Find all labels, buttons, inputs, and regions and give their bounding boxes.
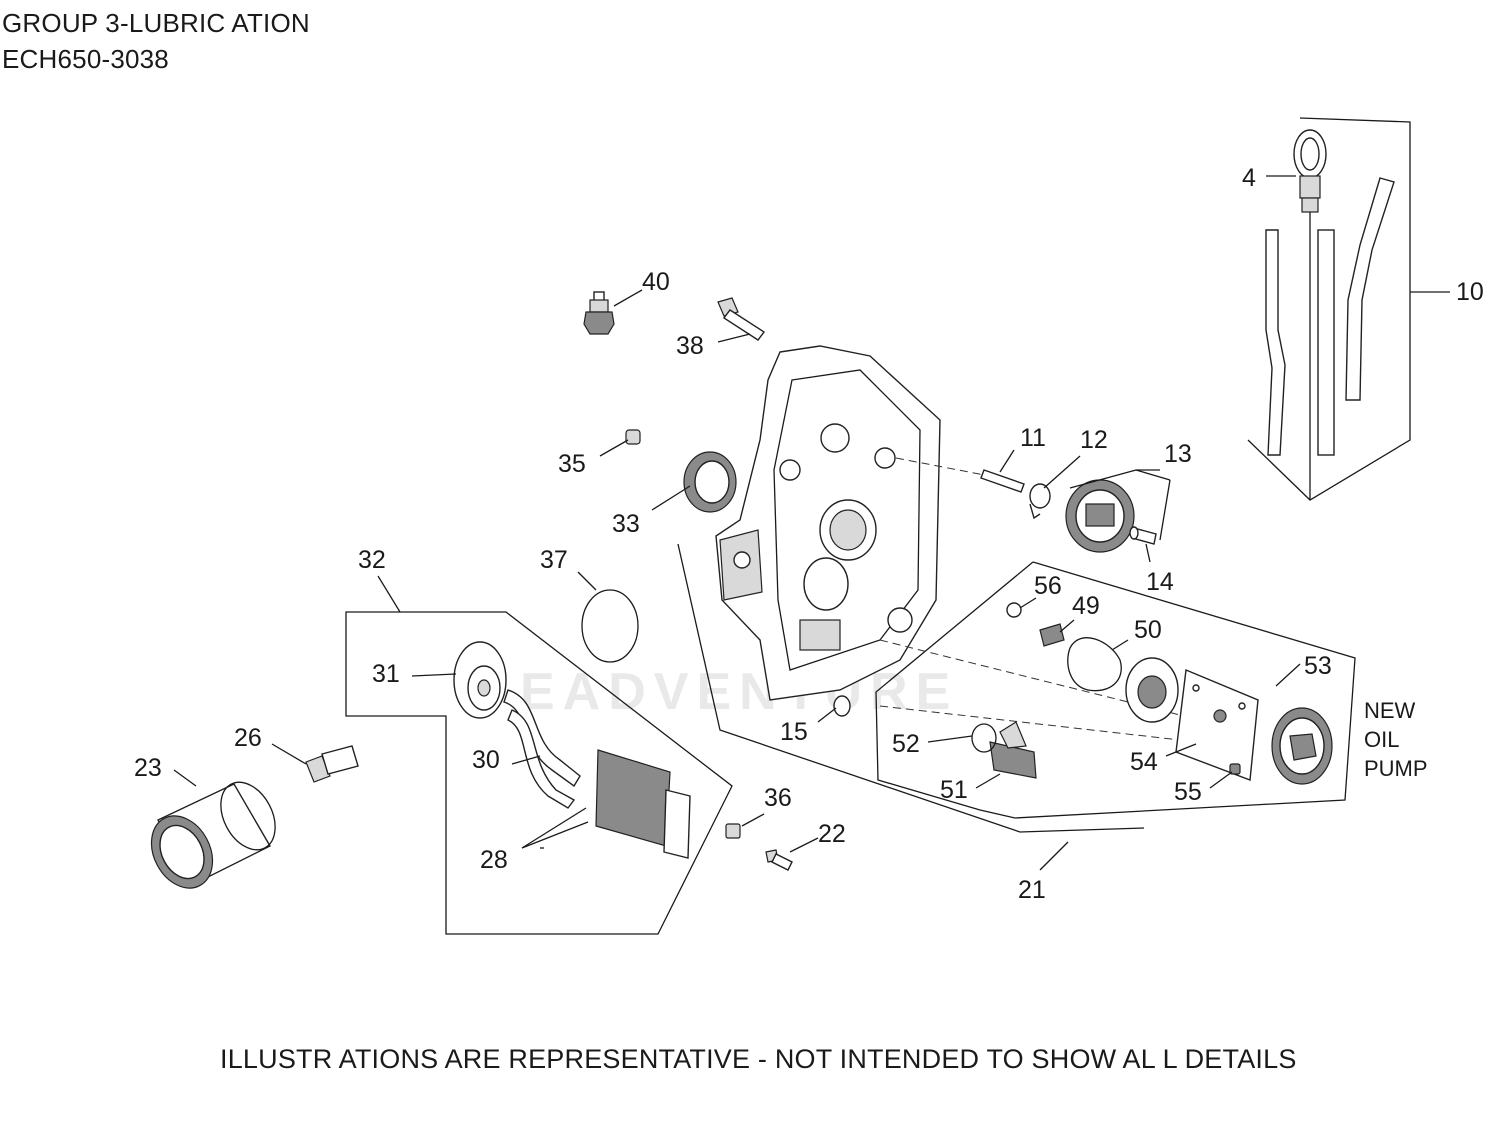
oil-seal-33	[683, 451, 737, 513]
model-number: ECH650-3038	[2, 44, 169, 74]
group-outline-oil-cooler	[345, 611, 733, 935]
callout-33: 33	[612, 510, 640, 538]
group-outline-oil-pump	[677, 543, 1145, 833]
fitting-26	[305, 745, 359, 783]
note-line-1: NEW	[1364, 698, 1416, 723]
pin-14	[1129, 526, 1157, 545]
group-outline-dipstick	[1247, 117, 1411, 501]
o-ring-15	[833, 695, 851, 717]
nut-36	[725, 823, 741, 839]
cooler-adapter-31	[453, 641, 507, 719]
callout-31: 31	[372, 660, 400, 688]
strainer-51	[989, 721, 1037, 779]
callout-26: 26	[234, 724, 262, 752]
callout-10: 10	[1456, 278, 1484, 306]
callout-37: 37	[540, 546, 568, 574]
new-oil-pump-note: NEW OIL PUMP	[1364, 696, 1428, 783]
callout-50: 50	[1134, 616, 1162, 644]
callout-54: 54	[1130, 748, 1158, 776]
dipstick-part	[1293, 129, 1327, 500]
bolt-38	[717, 297, 766, 341]
o-ring-37	[581, 589, 639, 663]
oil-hose-30	[503, 689, 581, 809]
oil-cooler-radiator-28	[595, 749, 691, 859]
callout-11: 11	[1020, 424, 1046, 452]
rotor-54a	[1125, 657, 1179, 723]
callout-38: 38	[676, 332, 704, 360]
shaft-11	[980, 469, 1025, 493]
callout-labels: 4 10 40 38 11 12 13 35 33 32 37 14 56 49…	[134, 164, 1484, 904]
callout-55: 55	[1174, 778, 1202, 806]
callout-22: 22	[818, 820, 846, 848]
callout-36: 36	[764, 784, 792, 812]
callout-12: 12	[1080, 426, 1108, 454]
washer-12	[1029, 483, 1051, 520]
callout-14: 14	[1146, 568, 1174, 596]
callout-40: 40	[642, 268, 670, 296]
crankcase-cover	[715, 345, 941, 701]
callout-52: 52	[892, 730, 920, 758]
bolt-22	[765, 849, 793, 871]
callout-35: 35	[558, 450, 586, 478]
callout-13: 13	[1164, 440, 1192, 468]
callout-28: 28	[480, 846, 508, 874]
oil-filter-23	[150, 781, 276, 889]
callout-53: 53	[1304, 652, 1332, 680]
gear-13	[1065, 479, 1135, 553]
spring-49	[1039, 623, 1065, 647]
watermark: EADVENTURE	[520, 663, 959, 721]
callout-15: 15	[780, 718, 808, 746]
pump-cover-54	[1175, 668, 1259, 781]
pin-35	[625, 429, 641, 445]
gasket-50	[1067, 637, 1122, 692]
ball-56	[1006, 602, 1022, 618]
group-title: GROUP 3-LUBRIC ATION	[2, 8, 310, 38]
callout-21: 21	[1018, 876, 1046, 904]
screw-55	[1229, 763, 1241, 775]
pump-gear-53	[1271, 707, 1333, 785]
note-line-3: PUMP	[1364, 756, 1428, 781]
footer-disclaimer: ILLUSTR ATIONS ARE REPRESENTATIVE - NOT …	[220, 1044, 1297, 1074]
callout-56: 56	[1034, 572, 1062, 600]
callout-30: 30	[472, 746, 500, 774]
callout-51: 51	[940, 776, 968, 804]
callout-32: 32	[358, 546, 386, 574]
oil-pressure-sensor	[583, 291, 615, 335]
o-ring-52	[971, 723, 997, 753]
callout-49: 49	[1072, 592, 1100, 620]
note-line-2: OIL	[1364, 727, 1400, 752]
dipstick-tube-part	[1265, 177, 1395, 456]
leader-lines	[173, 175, 1301, 871]
callout-4: 4	[1242, 164, 1256, 192]
callout-23: 23	[134, 754, 162, 782]
